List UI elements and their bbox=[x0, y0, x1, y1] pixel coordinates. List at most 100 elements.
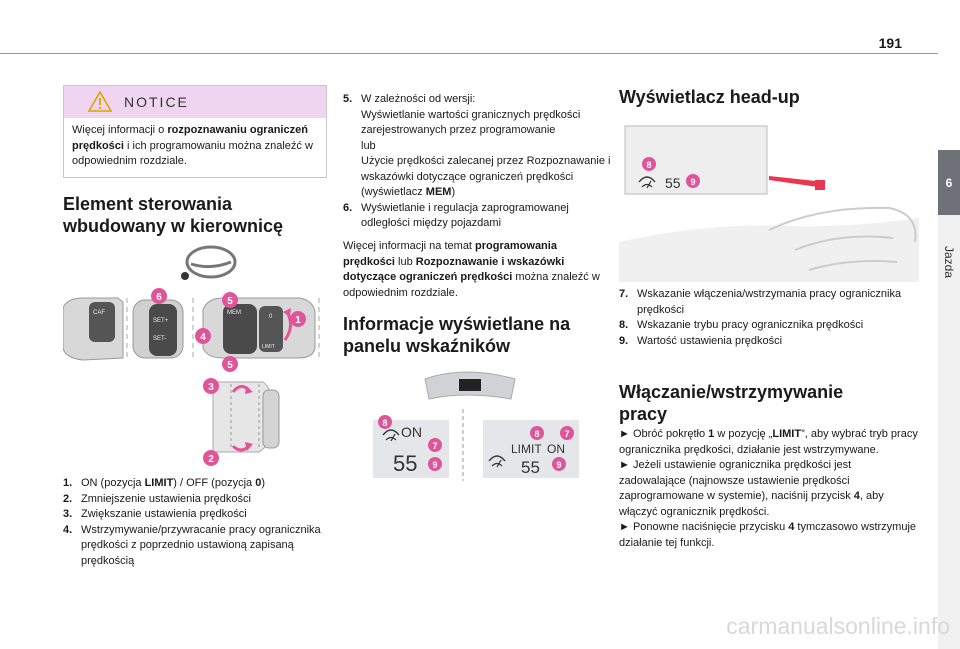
list-item-number: 6. bbox=[343, 201, 353, 214]
hud-screen: 55 8 9 bbox=[624, 125, 768, 195]
list-item: 3. Zwiększanie ustawienia prędkości bbox=[63, 507, 325, 523]
callout-badge: 6 bbox=[151, 288, 167, 304]
callout-badge: 1 bbox=[290, 311, 306, 327]
right-stalk: MEM LIMIT 0 bbox=[192, 297, 320, 360]
callout-label: 8 bbox=[382, 418, 387, 428]
list-item: 8.Wskazanie trybu pracy ogranicznika prę… bbox=[619, 318, 919, 334]
control-items-list: 1.ON (pozycja LIMIT) / OFF (pozycja 0) 2… bbox=[63, 476, 325, 569]
chapter-label: Jazda bbox=[937, 232, 960, 292]
step-bold: LIMIT bbox=[772, 428, 802, 440]
list-item: 9. Wartość ustawienia prędkości bbox=[619, 334, 919, 350]
notice-title: NOTICE bbox=[124, 94, 189, 110]
list-item-bold: 0 bbox=[255, 477, 262, 489]
step-text: ”, aby wybrać tryb pracy ogranicznika pr… bbox=[619, 428, 918, 456]
list-item-number: 9. bbox=[619, 334, 629, 347]
list-item-text: Wyświetlanie i regulacja zaprogramowanej… bbox=[361, 201, 569, 230]
callout-label: 6 bbox=[156, 292, 162, 303]
callout-label: 9 bbox=[556, 460, 561, 470]
hud-projection-beam bbox=[769, 176, 825, 188]
panel-left-speed: 55 bbox=[393, 451, 417, 476]
panel-right-limit: LIMIT bbox=[511, 442, 542, 456]
stalk-label-zero: 0 bbox=[269, 314, 273, 320]
callout-label: 8 bbox=[646, 160, 651, 170]
callout-label: 3 bbox=[208, 382, 214, 393]
list-item-number: 1. bbox=[63, 477, 73, 489]
step-bold: 1 bbox=[708, 428, 715, 440]
section-heading-onoff: Włączanie/wstrzymywanie pracy bbox=[619, 381, 919, 425]
list-item-text: Wartość ustawienia prędkości bbox=[637, 334, 783, 347]
list-item-text: Wyświetlanie wartości granicznych prędko… bbox=[361, 108, 581, 137]
list-item-text: Wstrzymywanie/przywracanie pracy ogranic… bbox=[81, 523, 321, 567]
hud-speed: 55 bbox=[665, 175, 681, 191]
heading-line: Informacje wyświetlane na bbox=[343, 314, 571, 334]
list-item-number: 3. bbox=[63, 508, 73, 520]
para-text: lub bbox=[394, 255, 416, 268]
para-text: można znaleźć w odpowiednim rozdziale. bbox=[343, 271, 600, 299]
section-heading-hud: Wyświetlacz head-up bbox=[619, 87, 800, 107]
hud-items-list: 7.Wskazanie włączenia/wstrzymania pracy … bbox=[619, 287, 919, 349]
list-item: 7.Wskazanie włączenia/wstrzymania pracy … bbox=[619, 287, 919, 318]
step-text: tymczasowo wstrzymuje działanie tej funk… bbox=[619, 521, 917, 549]
display-items-list: 5. W zależności od wersji: Wyświetlanie … bbox=[343, 92, 613, 232]
para-bold: Rozpoznawanie i wskazówki dotyczące ogra… bbox=[343, 255, 565, 284]
list-item: 6. Wyświetlanie i regulacja zaprogramowan… bbox=[343, 201, 613, 232]
callout-label: 8 bbox=[534, 429, 539, 439]
list-item-text: Użycie prędkości zalecanej przez Rozpozn… bbox=[361, 154, 613, 201]
chapter-tab[interactable]: 6 bbox=[938, 150, 960, 215]
list-item-text: Zwiększanie ustawienia prędkości bbox=[81, 508, 247, 520]
steering-wheel-icon bbox=[181, 245, 237, 280]
stalk-label-limit: LIMIT bbox=[262, 344, 275, 350]
list-item: 4. Wstrzymywanie/przywracanie pracy ogran… bbox=[63, 523, 325, 570]
list-item: 2.Zmniejszenie ustawienia prędkości bbox=[63, 492, 325, 508]
step-text: ► Obróć pokrętło bbox=[619, 428, 709, 440]
heading-line: panelu wskaźników bbox=[343, 336, 511, 356]
panel-right-speed: 55 bbox=[521, 458, 540, 477]
stalk-label-caf: CAF bbox=[93, 310, 105, 316]
step-bold: 4 bbox=[853, 490, 860, 502]
instruction-step: ► Jeżeli ustawienie ogranicznika prędkoś… bbox=[619, 458, 919, 520]
stalk-label-mem: MEM bbox=[227, 310, 241, 316]
notice-box: NOTICE Więcej informacji o rozpoznawaniu… bbox=[63, 85, 327, 178]
notice-text-bold: rozpoznawaniu ograniczeń prędkości bbox=[72, 124, 308, 152]
list-item-text-part: ) bbox=[451, 186, 456, 198]
panel-right: LIMIT ON 55 8 7 9 bbox=[483, 420, 579, 478]
step-bold: 4 bbox=[788, 521, 795, 533]
list-item-bold: LIMIT bbox=[144, 477, 174, 489]
step-text: ► Jeżeli ustawienie ogranicznika prędkoś… bbox=[619, 459, 854, 502]
list-item-number: 2. bbox=[63, 492, 73, 505]
list-item-text: ) bbox=[261, 477, 265, 489]
stalk-label-set-minus: SET- bbox=[153, 336, 166, 342]
instruction-step: ► Obróć pokrętło 1 w pozycję „LIMIT”, ab… bbox=[619, 427, 919, 458]
notice-text: Więcej informacji o rozpoznawaniu ograni… bbox=[72, 123, 320, 170]
panel-right-on: ON bbox=[547, 442, 565, 456]
list-item: 5. W zależności od wersji: Wyświetlanie … bbox=[343, 92, 613, 201]
list-item-number: 8. bbox=[619, 319, 629, 331]
callout-label: 7 bbox=[564, 429, 569, 439]
footer-watermark[interactable]: carmanualsonline.info bbox=[726, 613, 950, 639]
list-item-number: 4. bbox=[63, 523, 73, 536]
callout-label: 5 bbox=[227, 360, 233, 371]
callout-badge: 2 bbox=[203, 450, 219, 466]
heading-line: pracy bbox=[619, 404, 668, 424]
list-item-text: lub bbox=[361, 139, 376, 152]
callout-label: 4 bbox=[200, 332, 206, 343]
chapter-label-text: Jazda bbox=[942, 245, 956, 279]
instruction-step: ► Ponowne naciśnięcie przycisku 4 tymcza… bbox=[619, 520, 919, 551]
chapter-rail bbox=[938, 215, 960, 649]
onoff-instructions: ► Obróć pokrętło 1 w pozycję „LIMIT”, ab… bbox=[619, 427, 919, 551]
heading-line: Włączanie/wstrzymywanie bbox=[619, 382, 844, 402]
notice-text-2: i ich programowaniu można znaleźć w odpo… bbox=[72, 139, 313, 168]
callout-label: 2 bbox=[208, 454, 214, 465]
callout-badge: 5 bbox=[222, 356, 238, 372]
panel-left-on: ON bbox=[401, 424, 422, 440]
heading-line: wbudowany w kierownicę bbox=[63, 216, 284, 236]
step-text: ► Ponowne naciśnięcie przycisku bbox=[619, 521, 789, 533]
callout-badge: 4 bbox=[195, 328, 211, 344]
step-text: w pozycję „ bbox=[714, 428, 773, 440]
callout-label: 9 bbox=[432, 460, 437, 470]
list-item-text-part: Użycie prędkości zalecanej przez Rozpozn… bbox=[361, 155, 611, 198]
callout-badge: 5 bbox=[222, 292, 238, 308]
list-item-bold: MEM bbox=[425, 186, 452, 198]
notice-text-1: Więcej informacji o bbox=[72, 124, 168, 136]
list-item: 1.ON (pozycja LIMIT) / OFF (pozycja 0) bbox=[63, 476, 325, 492]
